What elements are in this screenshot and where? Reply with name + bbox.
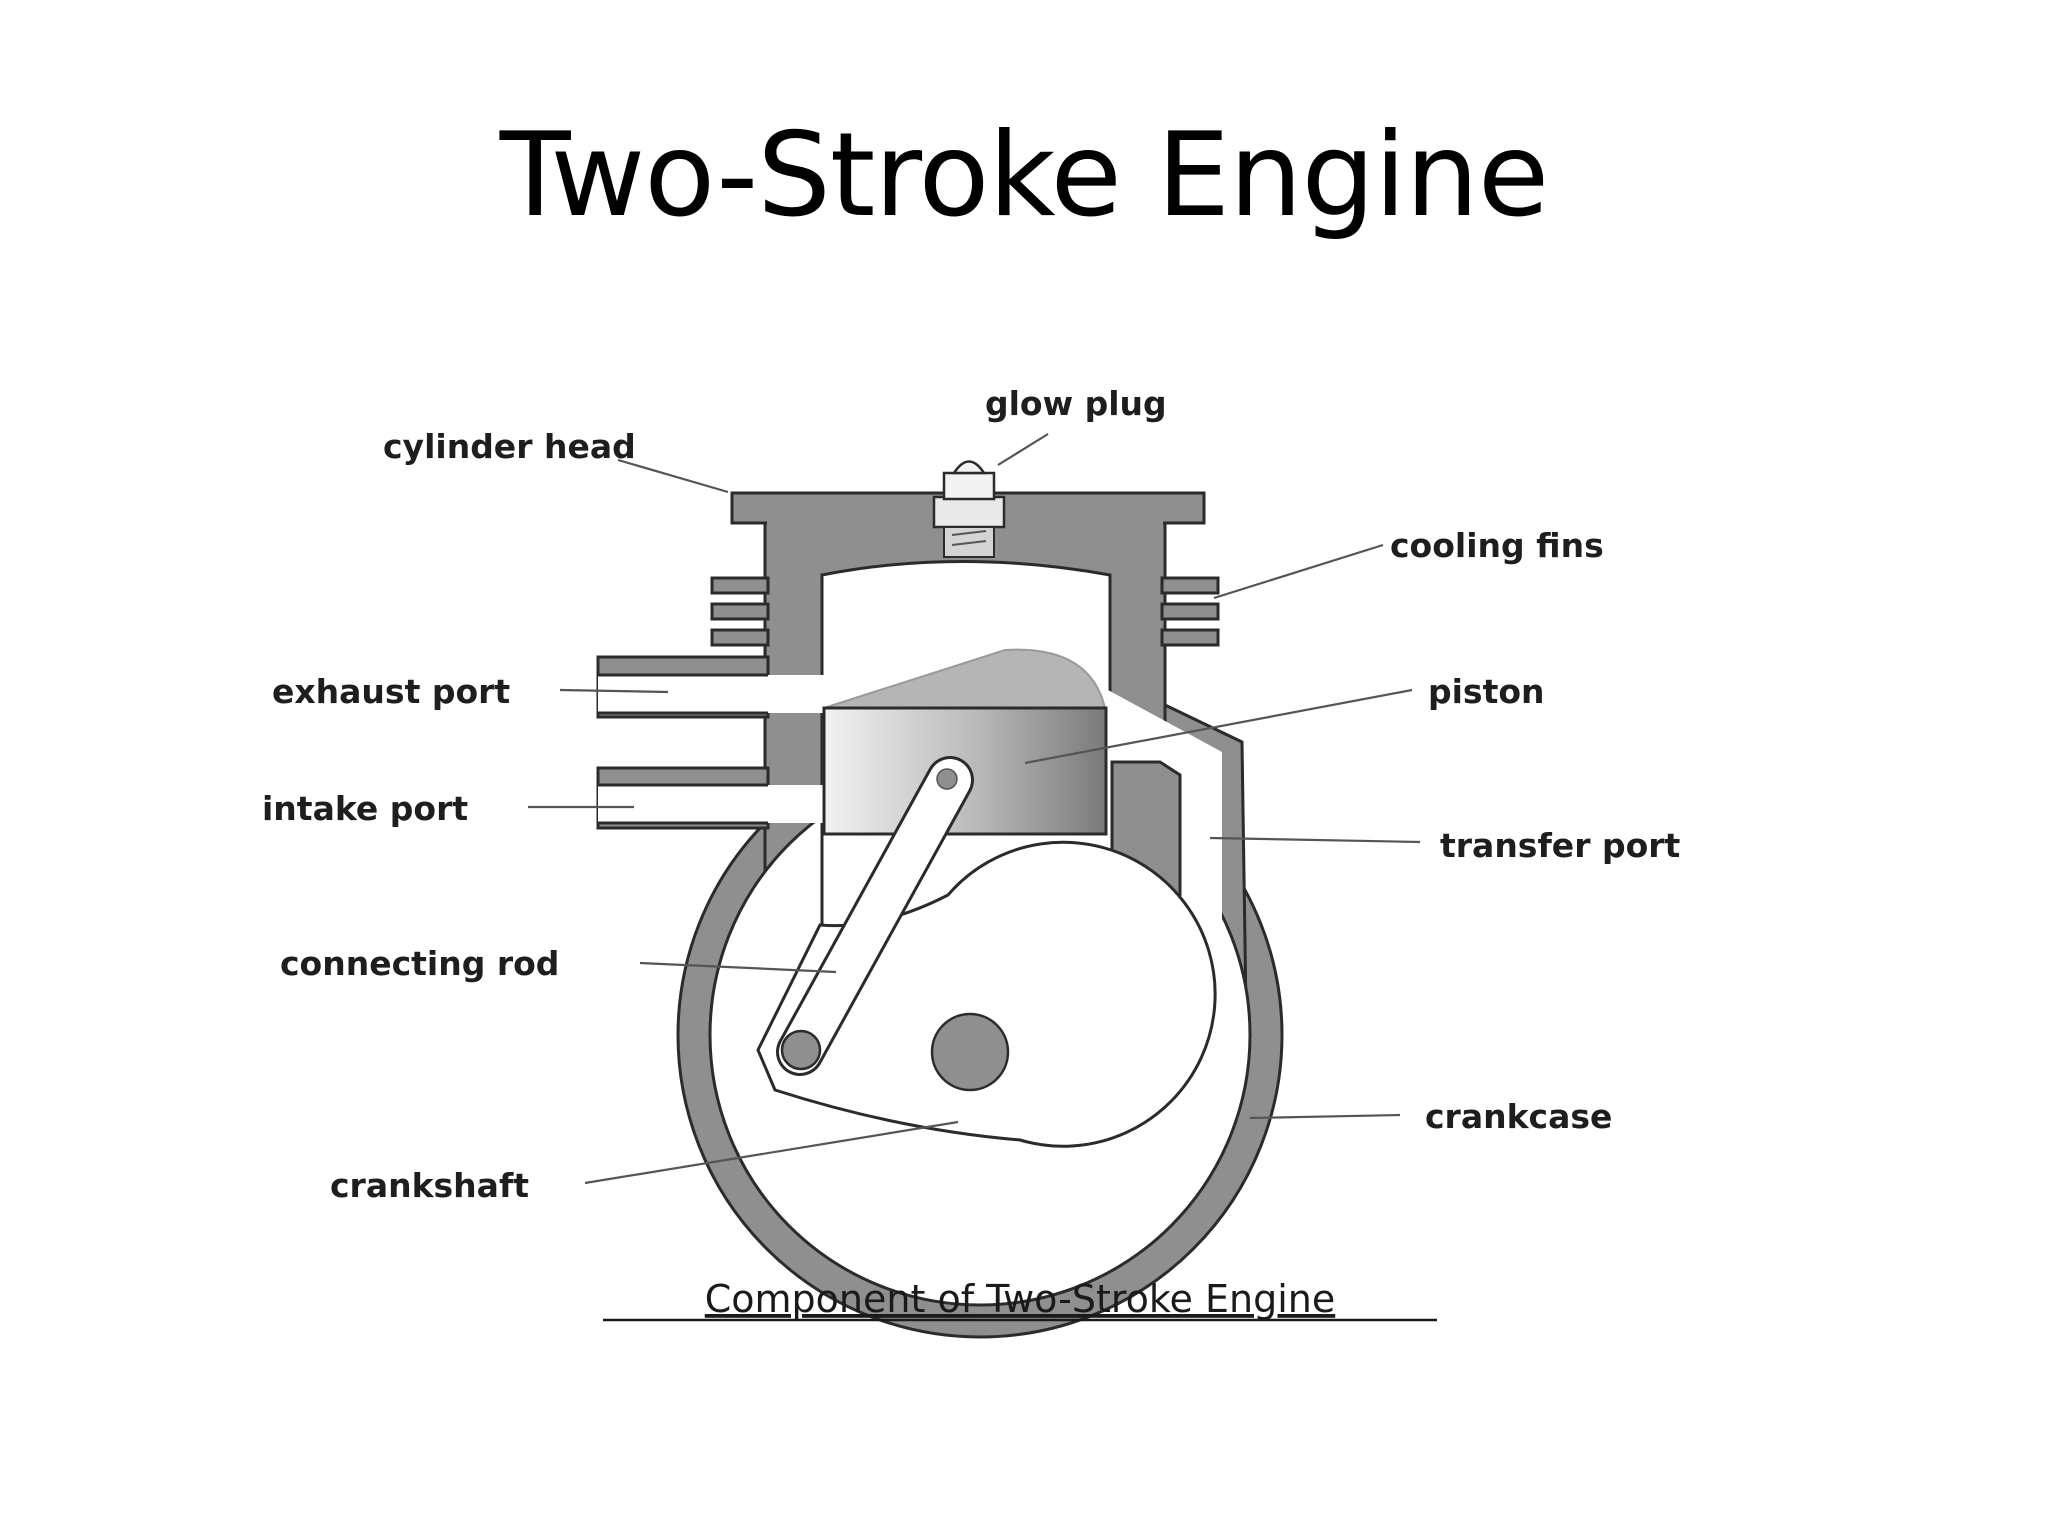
label-crankshaft: crankshaft bbox=[330, 1166, 529, 1205]
cooling-fin bbox=[710, 628, 770, 647]
label-exhaust-port: exhaust port bbox=[272, 672, 510, 711]
label-connecting-rod: connecting rod bbox=[280, 944, 559, 983]
label-glow-plug: glow plug bbox=[985, 384, 1167, 423]
glow-plug bbox=[932, 460, 1006, 558]
cooling-fin bbox=[1160, 602, 1220, 621]
label-crankcase: crankcase bbox=[1425, 1097, 1612, 1136]
label-cylinder-head: cylinder head bbox=[383, 427, 636, 466]
intake-port-opening bbox=[598, 785, 824, 823]
cooling-fin bbox=[1160, 628, 1220, 647]
leader-lines bbox=[528, 433, 1421, 1185]
diagram-caption: Component of Two-Stroke Engine bbox=[705, 1277, 1335, 1321]
cooling-fin bbox=[710, 602, 770, 621]
label-cooling-fins: cooling fins bbox=[1390, 526, 1604, 565]
slide-title: Two-Stroke Engine bbox=[499, 108, 1550, 243]
cooling-fin bbox=[710, 576, 770, 595]
wrist-pin bbox=[936, 768, 958, 790]
label-transfer-port: transfer port bbox=[1440, 826, 1681, 865]
crank-pin bbox=[780, 1029, 822, 1071]
crankshaft-axle bbox=[930, 1012, 1010, 1092]
cooling-fin bbox=[1160, 576, 1220, 595]
label-intake-port: intake port bbox=[262, 789, 468, 828]
exhaust-port-opening bbox=[598, 675, 824, 713]
crankshaft bbox=[756, 840, 1217, 1148]
piston-crown bbox=[823, 648, 1107, 709]
connecting-rod bbox=[776, 756, 974, 1076]
label-piston: piston bbox=[1428, 672, 1545, 711]
